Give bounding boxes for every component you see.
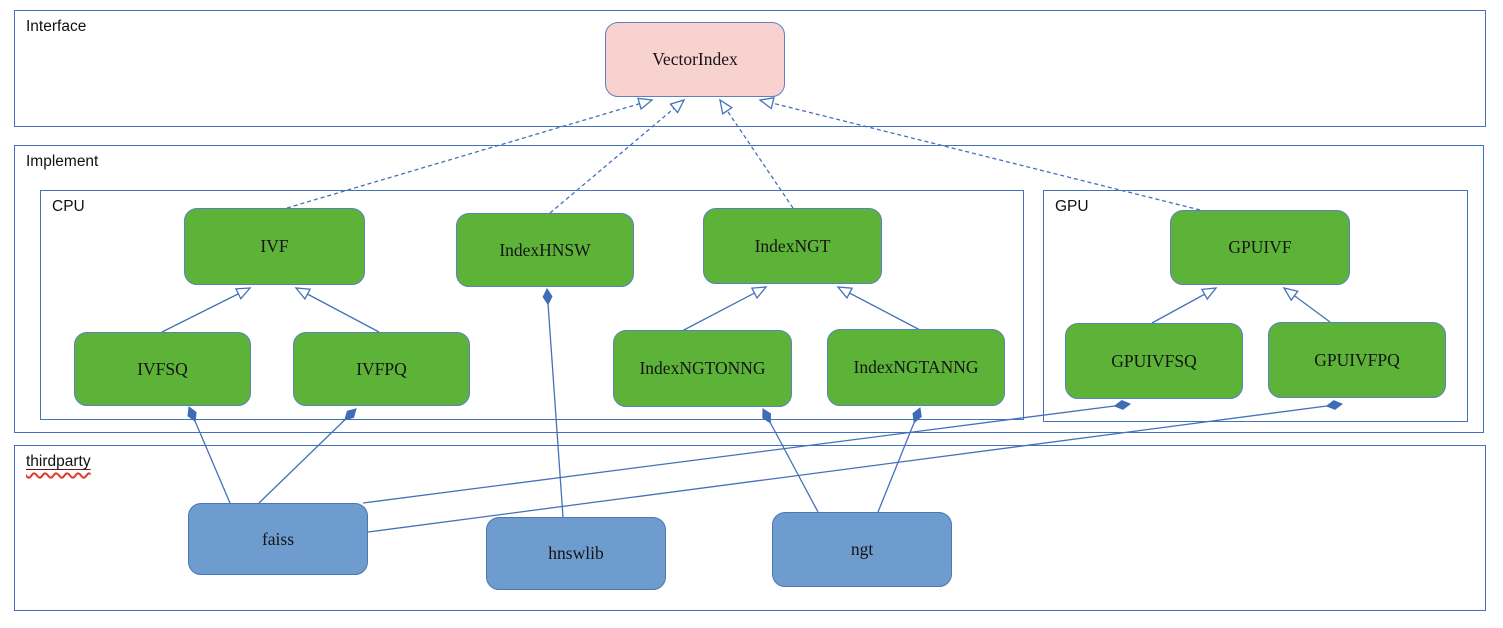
- node-vectorindex-label: VectorIndex: [652, 49, 738, 69]
- node-gpuivfsq-label: GPUIVFSQ: [1111, 350, 1197, 371]
- container-gpu-label: GPU: [1055, 198, 1089, 215]
- edge-indexngt-vectorindex[interactable]: [719, 98, 794, 209]
- node-hnswlib-label: hnswlib: [548, 543, 604, 563]
- node-ivfsq-label: IVFSQ: [137, 358, 188, 379]
- spellcheck-squiggle: thirdparty: [26, 453, 91, 470]
- node-ngt-label: ngt: [850, 539, 874, 559]
- node-indexngtonng-label: IndexNGTONNG: [639, 358, 766, 378]
- node-hnswlib[interactable]: hnswlib: [486, 517, 666, 590]
- node-ivfsq[interactable]: IVFSQ: [74, 332, 251, 406]
- container-interface-label: Interface: [26, 18, 87, 35]
- edge-faiss-gpuivfpq[interactable]: [367, 400, 1343, 533]
- edge-faiss-ivfpq[interactable]: [258, 408, 357, 504]
- node-gpuivfpq-label: GPUIVFPQ: [1314, 349, 1400, 370]
- node-indexngtanng-label: IndexNGTANNG: [853, 357, 979, 377]
- container-cpu-label: CPU: [52, 198, 85, 215]
- node-indexngt[interactable]: IndexNGT: [703, 208, 882, 284]
- edge-ivfpq-ivf[interactable]: [294, 287, 380, 333]
- node-ngt[interactable]: ngt: [772, 512, 952, 587]
- container-cpu[interactable]: CPU: [40, 190, 1024, 420]
- edge-faiss-gpuivfsq[interactable]: [362, 400, 1131, 504]
- edge-ivfsq-ivf[interactable]: [161, 287, 252, 333]
- node-ivfpq[interactable]: IVFPQ: [293, 332, 470, 406]
- node-ivf-label: IVF: [260, 236, 289, 256]
- container-implement-label: Implement: [26, 153, 99, 170]
- node-indexngtanng[interactable]: IndexNGTANNG: [827, 329, 1005, 406]
- node-ivfpq-label: IVFPQ: [356, 358, 407, 379]
- edge-indexngtonng-indexngt[interactable]: [681, 286, 768, 332]
- node-faiss[interactable]: faiss: [188, 503, 368, 575]
- edge-indexhnsw-vectorindex[interactable]: [549, 98, 686, 214]
- node-gpuivfsq[interactable]: GPUIVFSQ: [1065, 323, 1243, 399]
- node-gpuivf-label: GPUIVF: [1228, 237, 1292, 257]
- edge-ngt-indexngtonng[interactable]: [762, 408, 819, 513]
- container-thirdparty[interactable]: thirdparty: [14, 445, 1486, 611]
- edge-gpuivf-vectorindex[interactable]: [758, 97, 1201, 211]
- node-gpuivf[interactable]: GPUIVF: [1170, 210, 1350, 285]
- container-gpu[interactable]: GPU: [1043, 190, 1468, 422]
- node-indexngtonng[interactable]: IndexNGTONNG: [613, 330, 792, 407]
- node-ivf[interactable]: IVF: [184, 208, 365, 285]
- edge-faiss-ivfsq[interactable]: [187, 406, 231, 504]
- edge-gpuivfpq-gpuivf[interactable]: [1282, 287, 1331, 323]
- node-gpuivfpq[interactable]: GPUIVFPQ: [1268, 322, 1446, 398]
- node-indexngt-label: IndexNGT: [754, 235, 831, 256]
- edge-gpuivfsq-gpuivf[interactable]: [1151, 287, 1218, 324]
- node-indexhnsw-label: IndexHNSW: [499, 239, 591, 260]
- container-interface[interactable]: Interface: [14, 10, 1486, 127]
- edge-hnswlib-indexhnsw[interactable]: [542, 287, 564, 518]
- edge-ivf-vectorindex[interactable]: [286, 97, 654, 209]
- edge-ngt-indexngtanng[interactable]: [877, 407, 922, 513]
- node-vectorindex[interactable]: VectorIndex: [605, 22, 785, 97]
- node-faiss-label: faiss: [261, 528, 295, 549]
- node-indexhnsw[interactable]: IndexHNSW: [456, 213, 634, 287]
- container-implement[interactable]: Implement: [14, 145, 1484, 433]
- container-thirdparty-label: thirdparty: [26, 453, 91, 471]
- edge-indexngtanng-indexngt[interactable]: [836, 286, 921, 331]
